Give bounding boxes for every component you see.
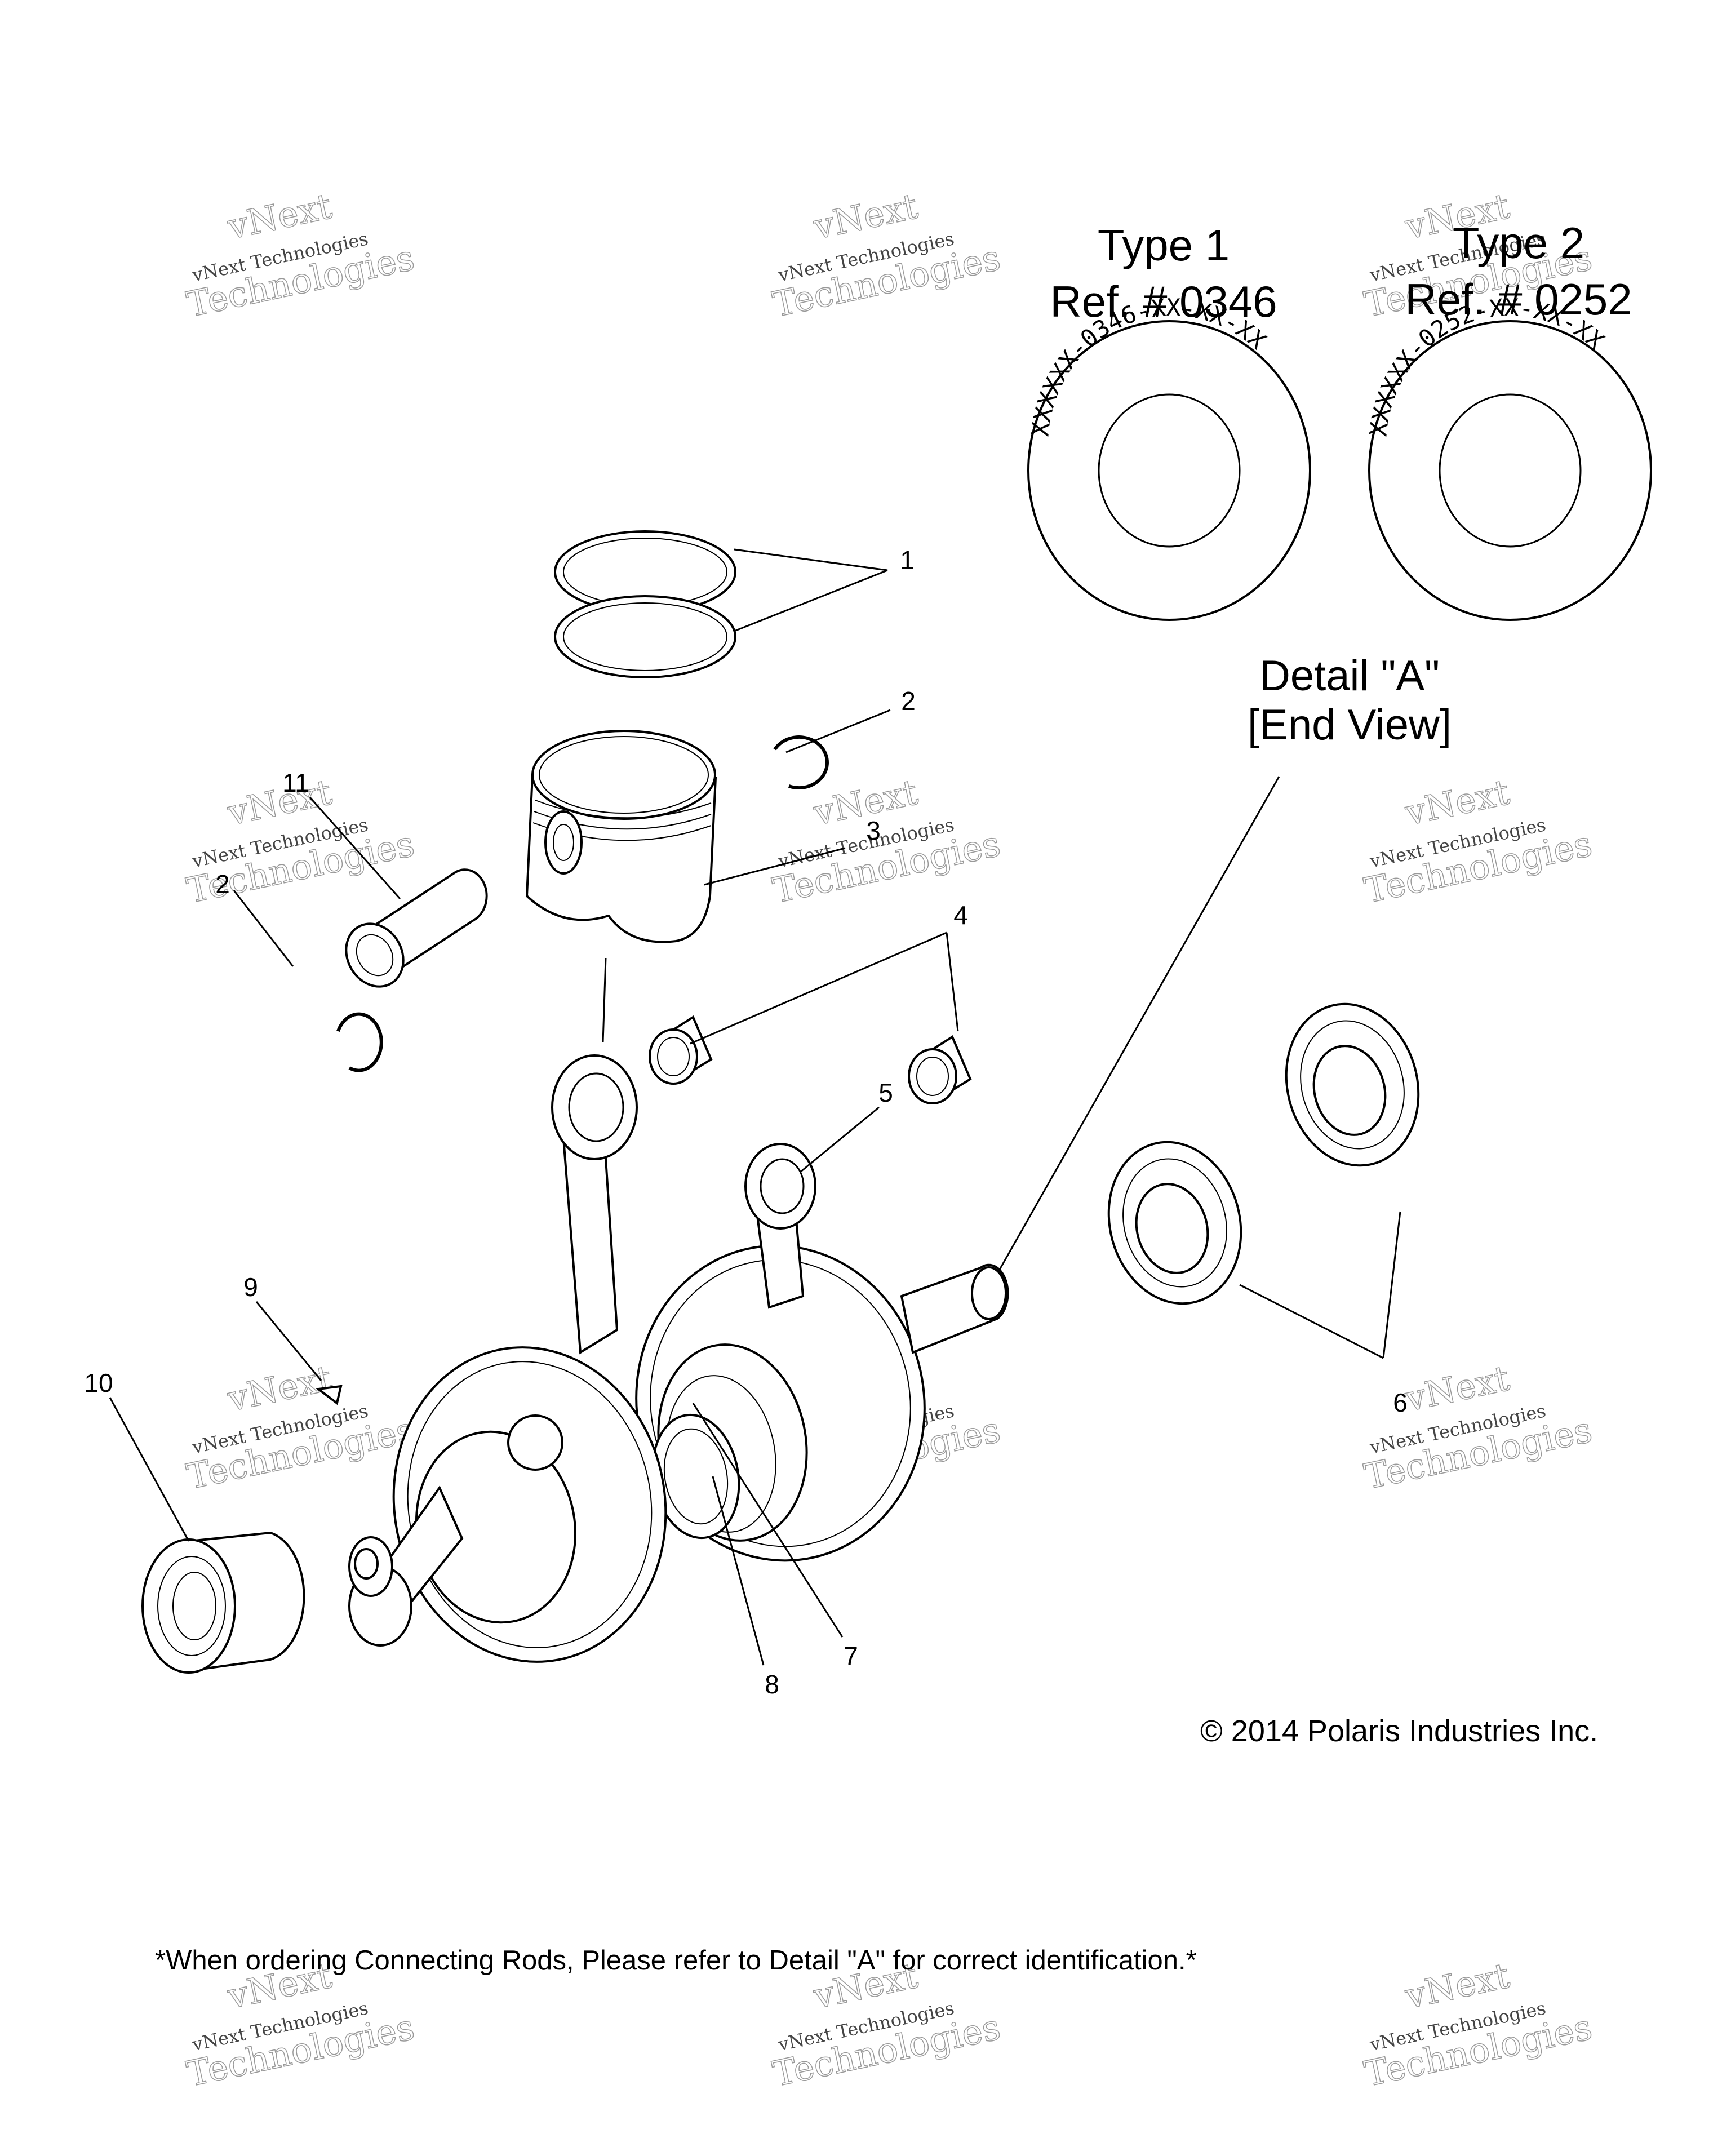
callout-8: 8 (765, 1670, 779, 1699)
piston (525, 730, 717, 943)
type2-title: Type 2 (1453, 218, 1584, 268)
watermark: vNext vNext Technologies Technologies (769, 185, 1004, 326)
ball-bearing (1107, 1141, 1242, 1305)
callout-10: 10 (84, 1368, 113, 1398)
connecting-rod-left (551, 1054, 638, 1355)
copyright: © 2014 Polaris Industries Inc. (1200, 1714, 1598, 1748)
needle-bearing (908, 1035, 972, 1104)
type1-ref: Ref. # 0346 (1050, 277, 1277, 326)
callout-1: 1 (900, 545, 915, 575)
circlip (773, 735, 829, 789)
type1-end-view: XXXXXX-0346-XX-XX-XX (1026, 294, 1311, 621)
detail-caption-sub: [End View] (1248, 701, 1452, 749)
watermark: vNext vNext Technologies Technologies (1360, 771, 1596, 912)
roller-bearing (141, 1531, 305, 1674)
connecting-rod-right (744, 1143, 816, 1309)
ball-bearing (1285, 1002, 1420, 1167)
watermark: vNext vNext Technologies Technologies (183, 1357, 418, 1498)
callout-7: 7 (844, 1642, 858, 1671)
watermark: vNext vNext Technologies Technologies (183, 185, 418, 326)
type2-ref: Ref. # 0252 (1405, 274, 1632, 324)
type2-end-view: XXXXXX-0252-XX-XX-XX (1364, 294, 1652, 621)
callout-5: 5 (878, 1078, 893, 1107)
needle-bearing (649, 1015, 713, 1085)
footnote: *When ordering Connecting Rods, Please r… (155, 1945, 1197, 1976)
watermark: vNext vNext Technologies Technologies (1360, 1357, 1596, 1498)
callout-4: 4 (953, 900, 968, 930)
type1-title: Type 1 (1098, 220, 1230, 270)
callout-3: 3 (866, 816, 881, 845)
woodruff-key (315, 1385, 343, 1405)
detail-leader (996, 776, 1280, 1274)
piston-pin (345, 868, 488, 988)
callout-2: 2 (901, 686, 916, 716)
callout-6: 6 (1393, 1388, 1408, 1417)
watermark: vNext vNext Technologies Technologies (1360, 1954, 1596, 2095)
callout-2-left: 2 (215, 870, 230, 899)
detail-caption: Detail "A" (1259, 652, 1440, 700)
callout-9: 9 (243, 1272, 258, 1302)
circlip-left (336, 1012, 383, 1072)
callout-11: 11 (282, 768, 309, 797)
crankshaft (348, 1244, 1009, 1663)
piston-rings (554, 530, 736, 678)
